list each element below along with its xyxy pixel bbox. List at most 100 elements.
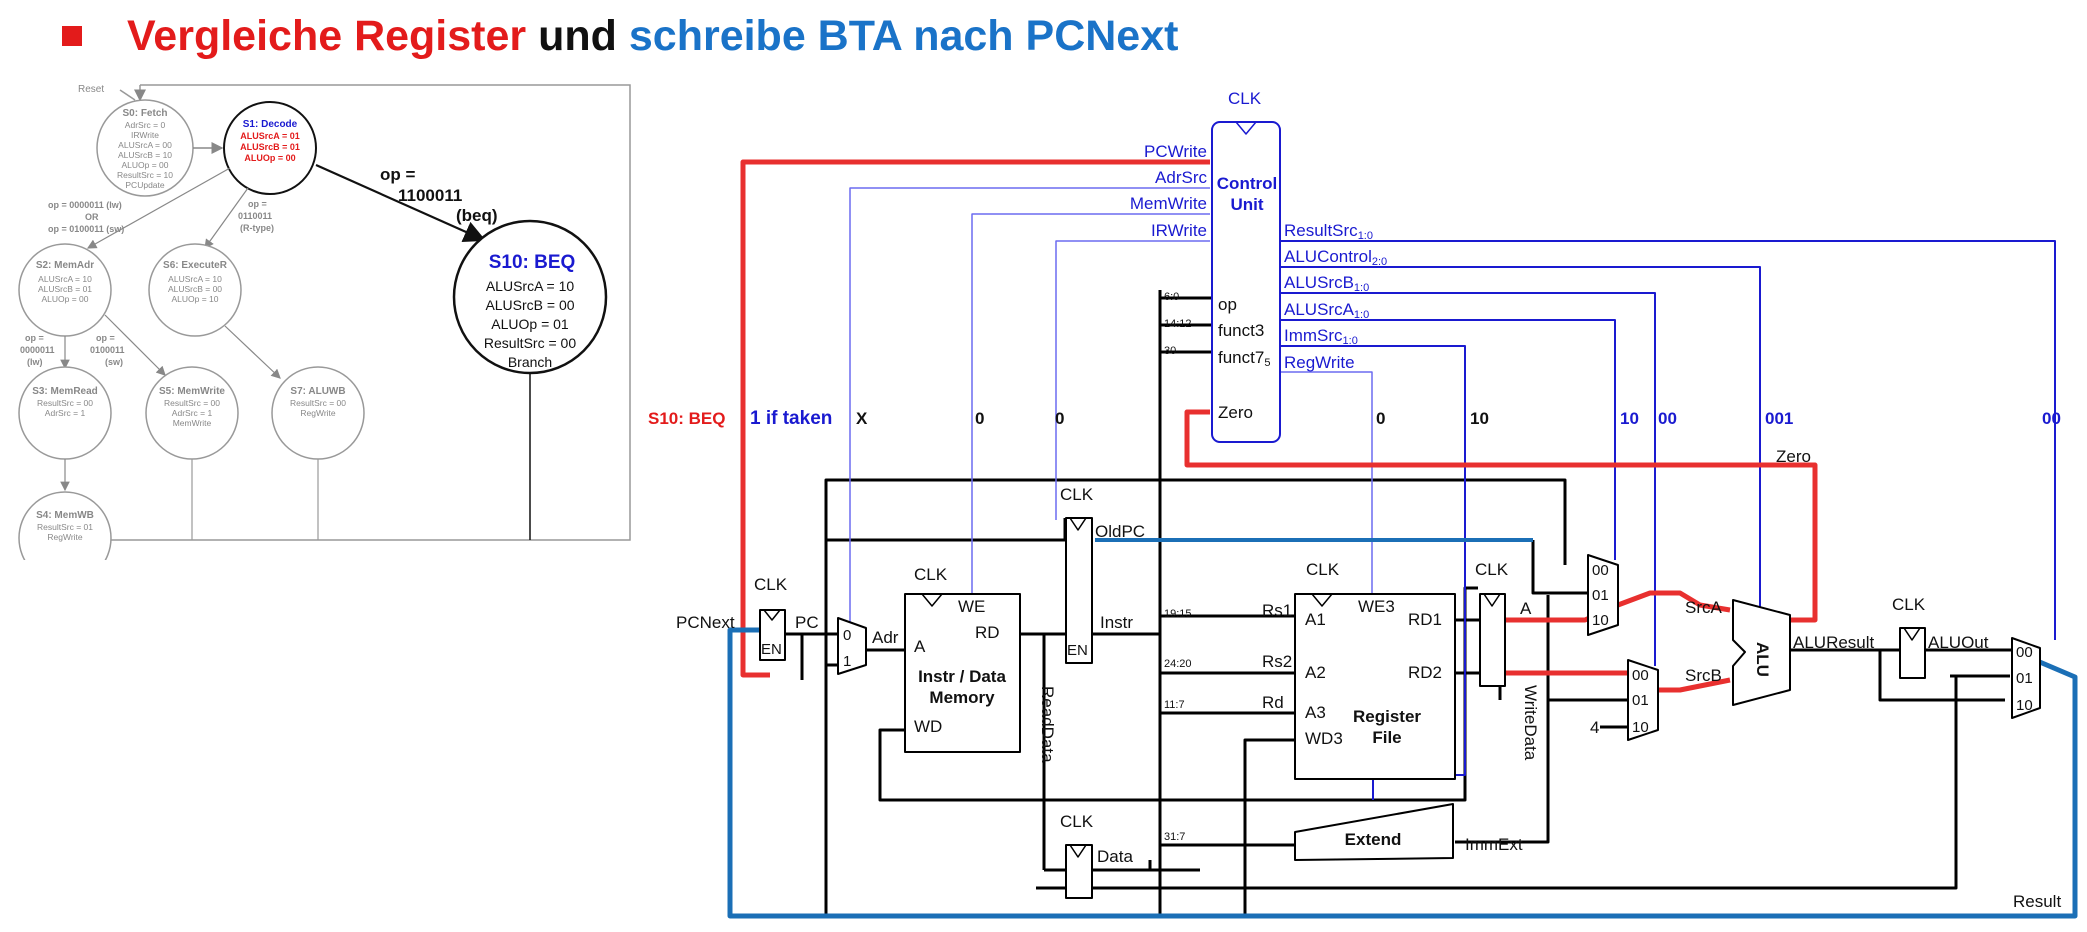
svg-text:ALUSrcA = 10: ALUSrcA = 10 xyxy=(38,274,92,284)
const-four-label: 4 xyxy=(1590,718,1599,737)
funct3-label: funct3 xyxy=(1218,321,1264,340)
svg-text:MemWrite: MemWrite xyxy=(173,418,212,428)
value-memwrite: 0 xyxy=(975,409,984,428)
svg-text:(lw): (lw) xyxy=(27,357,43,367)
adrsrc-label: AdrSrc xyxy=(1155,168,1207,187)
value-alucontrol: 001 xyxy=(1765,409,1793,428)
memwrite-label: MemWrite xyxy=(1130,194,1207,213)
op-label: op xyxy=(1218,295,1237,314)
svg-text:S4: MemWB: S4: MemWB xyxy=(36,510,94,521)
mux-r-10: 10 xyxy=(2016,697,2033,714)
alucontrol-label: ALUControl2:0 xyxy=(1284,247,1387,268)
svg-text:1100011: 1100011 xyxy=(398,186,462,205)
svg-text:ResultSrc = 10: ResultSrc = 10 xyxy=(117,170,173,180)
bits-24-20: 24:20 xyxy=(1164,658,1192,670)
zero-input-label: Zero xyxy=(1218,403,1253,422)
we3-label: WE3 xyxy=(1358,597,1395,616)
svg-text:ALUSrcA = 10: ALUSrcA = 10 xyxy=(168,274,222,284)
rs1-label: Rs1 xyxy=(1262,601,1292,620)
svg-text:op = 0000011 (lw): op = 0000011 (lw) xyxy=(48,200,122,210)
svg-text:op = 0100011 (sw): op = 0100011 (sw) xyxy=(48,224,124,234)
state-s1-decode: S1: Decode ALUSrcA = 01 ALUSrcB = 01 ALU… xyxy=(223,101,317,195)
svg-text:ALUSrcB = 00: ALUSrcB = 00 xyxy=(168,284,222,294)
immsrc-label: ImmSrc1:0 xyxy=(1284,326,1358,347)
bits-6-0: 6:0 xyxy=(1164,291,1179,303)
svg-text:ResultSrc = 00: ResultSrc = 00 xyxy=(290,398,346,408)
zero-label: Zero xyxy=(1776,447,1811,466)
svg-text:AdrSrc = 1: AdrSrc = 1 xyxy=(172,408,213,418)
svg-text:0000011: 0000011 xyxy=(20,345,55,355)
bits-14-12: 14:12 xyxy=(1164,318,1192,330)
slide-title: Vergleiche Register und schreibe BTA nac… xyxy=(62,6,1178,66)
svg-text:ResultSrc = 00: ResultSrc = 00 xyxy=(164,398,220,408)
a3-label: A3 xyxy=(1305,703,1326,722)
mem-a-label: A xyxy=(914,637,926,656)
result-label: Result xyxy=(2013,892,2061,911)
regfile-label-2: File xyxy=(1372,728,1401,747)
value-resultsrc: 00 xyxy=(2042,409,2061,428)
svg-text:IRWrite: IRWrite xyxy=(131,130,159,140)
svg-text:ALUSrcA = 10: ALUSrcA = 10 xyxy=(486,278,575,294)
a2-label: A2 xyxy=(1305,663,1326,682)
svg-text:ALUSrcB = 00: ALUSrcB = 00 xyxy=(485,297,574,313)
svg-text:PCUpdate: PCUpdate xyxy=(125,180,164,190)
irwrite-label: IRWrite xyxy=(1151,221,1207,240)
bits-31-7: 31:7 xyxy=(1164,831,1185,843)
svg-text:S10: BEQ: S10: BEQ xyxy=(489,252,576,273)
value-alusrca: 10 xyxy=(1620,409,1639,428)
instr-label: Instr xyxy=(1100,613,1133,632)
title-part-black: und xyxy=(538,11,617,60)
rs2-label: Rs2 xyxy=(1262,652,1292,671)
svg-text:(R-type): (R-type) xyxy=(240,223,274,233)
writedata-label: WriteData xyxy=(1521,685,1540,761)
svg-text:ResultSrc = 01: ResultSrc = 01 xyxy=(37,522,93,532)
value-irwrite: 0 xyxy=(1055,409,1064,428)
svg-text:S2: MemAdr: S2: MemAdr xyxy=(36,260,94,271)
mux-a-10: 10 xyxy=(1592,612,1609,629)
svg-text:op =: op = xyxy=(380,165,415,184)
ir-clk-label: CLK xyxy=(1060,485,1094,504)
data-clk-label: CLK xyxy=(1060,812,1094,831)
wd3-label: WD3 xyxy=(1305,729,1343,748)
svg-text:op =: op = xyxy=(25,333,44,343)
srcb-label: SrcB xyxy=(1685,666,1722,685)
aluout-clk-label: CLK xyxy=(1892,595,1926,614)
regwrite-label: RegWrite xyxy=(1284,353,1355,372)
title-part-blue: schreibe BTA nach PCNext xyxy=(628,11,1179,60)
svg-text:S5: MemWrite: S5: MemWrite xyxy=(159,386,225,397)
svg-text:ALUSrcB = 01: ALUSrcB = 01 xyxy=(240,142,300,152)
mem-clk-label: CLK xyxy=(914,565,948,584)
immext-label: ImmExt xyxy=(1465,835,1523,854)
state-s3-memread: S3: MemRead ResultSrc = 00 AdrSrc = 1 xyxy=(18,366,112,460)
svg-text:S0: Fetch: S0: Fetch xyxy=(122,108,167,119)
mem-rd-label: RD xyxy=(975,623,1000,642)
svg-text:ResultSrc = 00: ResultSrc = 00 xyxy=(37,398,93,408)
svg-text:0110011: 0110011 xyxy=(238,211,272,221)
svg-text:ALUOp = 01: ALUOp = 01 xyxy=(491,316,569,332)
svg-text:S1: Decode: S1: Decode xyxy=(243,119,298,130)
srca-label: SrcA xyxy=(1685,598,1723,617)
svg-text:OR: OR xyxy=(85,212,99,222)
rd-reg-label: Rd xyxy=(1262,693,1284,712)
svg-text:(beq): (beq) xyxy=(456,206,498,225)
alusrcb-label: ALUSrcB1:0 xyxy=(1284,273,1369,294)
value-immsrc: 10 xyxy=(1470,409,1489,428)
control-clk-label: CLK xyxy=(1228,89,1262,108)
svg-text:ALUOp = 10: ALUOp = 10 xyxy=(171,294,218,304)
reset-label: Reset xyxy=(78,84,104,95)
bits-19-15: 19:15 xyxy=(1164,608,1192,620)
mux-r-00: 00 xyxy=(2016,644,2033,661)
svg-text:RegWrite: RegWrite xyxy=(47,532,83,542)
a1-label: A1 xyxy=(1305,610,1326,629)
mux-r-01: 01 xyxy=(2016,670,2033,687)
svg-text:Branch: Branch xyxy=(508,354,552,370)
svg-text:ALUOp = 00: ALUOp = 00 xyxy=(121,160,168,170)
svg-text:ResultSrc = 00: ResultSrc = 00 xyxy=(484,335,576,351)
pc-label: PC xyxy=(795,613,819,632)
svg-text:S3: MemRead: S3: MemRead xyxy=(32,386,98,397)
svg-text:ALUSrcB = 10: ALUSrcB = 10 xyxy=(118,150,172,160)
svg-text:ALUSrcB = 01: ALUSrcB = 01 xyxy=(38,284,92,294)
state-s10-label: S10: BEQ xyxy=(648,409,725,428)
alusrca-label: ALUSrcA1:0 xyxy=(1284,300,1369,321)
svg-text:RegWrite: RegWrite xyxy=(300,408,336,418)
